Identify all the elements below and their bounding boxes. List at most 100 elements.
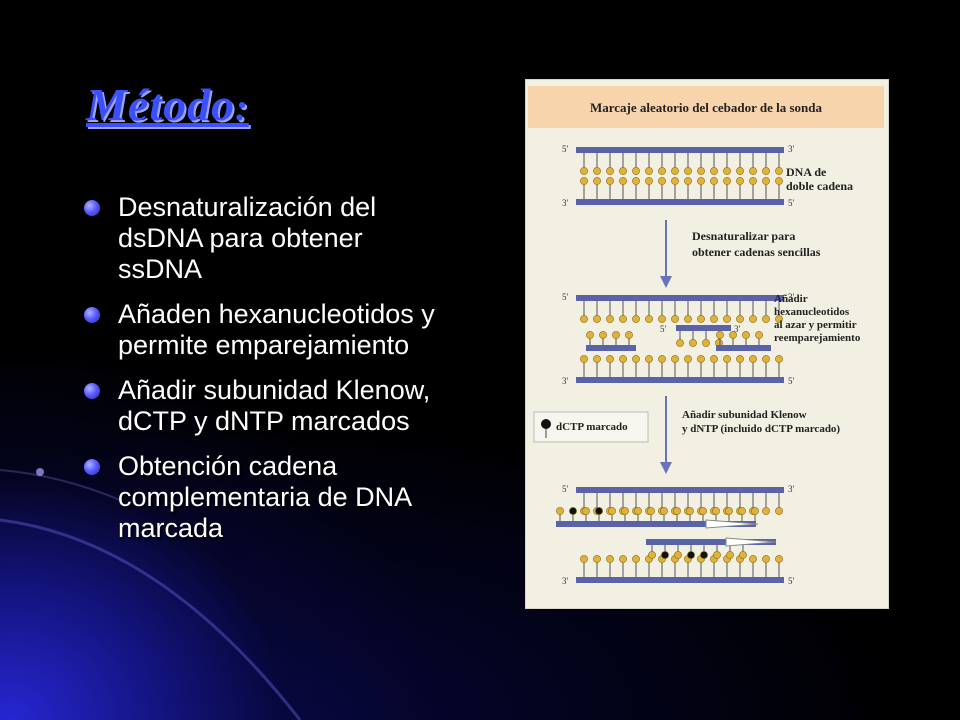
dna-strand	[716, 345, 771, 351]
nucleotide	[634, 507, 642, 515]
nucleotide	[658, 355, 666, 363]
dna-strand	[646, 539, 776, 545]
nucleotide	[648, 551, 656, 559]
nucleotide	[710, 167, 718, 175]
dna-strand	[576, 147, 784, 153]
strand-end-label: 3'	[562, 576, 569, 586]
nucleotide	[606, 315, 614, 323]
nucleotide	[593, 167, 601, 175]
dna-strand	[586, 345, 636, 351]
labeled-complementary-strands: 5'3'3'5'	[556, 484, 795, 586]
nucleotide	[723, 355, 731, 363]
bullet-icon	[84, 383, 100, 399]
nucleotide	[593, 315, 601, 323]
legend-box: dCTP marcado	[533, 411, 649, 443]
step1-label: doble cadena	[786, 179, 853, 193]
single-strands-with-hexamers: 5'3'3'5'5'3'	[562, 292, 795, 386]
nucleotide	[673, 507, 681, 515]
nucleotide	[723, 167, 731, 175]
step1-label: DNA de	[786, 165, 827, 179]
nucleotide	[619, 315, 627, 323]
nucleotide	[736, 167, 744, 175]
dna-strand	[576, 377, 784, 383]
nucleotide	[606, 355, 614, 363]
dna-strand	[556, 521, 756, 527]
nucleotide	[775, 177, 783, 185]
nucleotide	[606, 177, 614, 185]
nucleotide	[606, 167, 614, 175]
nucleotide	[647, 507, 655, 515]
bullet-item: Obtención cadena complementaria de DNA m…	[82, 451, 442, 544]
nucleotide	[580, 167, 588, 175]
nucleotide	[697, 167, 705, 175]
nucleotide	[632, 167, 640, 175]
nucleotide	[593, 355, 601, 363]
random-primer-labeling-figure: Marcaje aleatorio del cebador de la sond…	[525, 79, 889, 609]
nucleotide	[710, 177, 718, 185]
dna-strand	[576, 295, 784, 301]
strand-end-label: 3'	[734, 324, 741, 334]
nucleotide	[671, 167, 679, 175]
nucleotide	[658, 177, 666, 185]
nucleotide	[775, 315, 783, 323]
nucleotide	[710, 315, 718, 323]
nucleotide	[723, 177, 731, 185]
figure-header-band	[528, 86, 884, 128]
nucleotide	[599, 331, 607, 339]
nucleotide	[749, 555, 757, 563]
nucleotide	[755, 331, 763, 339]
bullet-icon	[84, 200, 100, 216]
nucleotide	[671, 177, 679, 185]
step2-label: Desnaturalizar para	[692, 229, 795, 243]
nucleotide	[686, 507, 694, 515]
nucleotide	[762, 355, 770, 363]
nucleotide	[619, 555, 627, 563]
nucleotide	[658, 315, 666, 323]
nucleotide	[645, 315, 653, 323]
nucleotide	[593, 555, 601, 563]
nucleotide	[729, 331, 737, 339]
nucleotide	[619, 167, 627, 175]
nucleotide	[739, 551, 747, 559]
step3-label: al azar y permitir	[774, 319, 857, 331]
nucleotide	[689, 339, 697, 347]
nucleotide	[713, 551, 721, 559]
dna-strand	[576, 577, 784, 583]
nucleotide	[606, 555, 614, 563]
nucleotide	[738, 507, 746, 515]
nucleotide	[736, 315, 744, 323]
nucleotide	[674, 551, 682, 559]
nucleotide	[580, 355, 588, 363]
nucleotide	[736, 177, 744, 185]
strand-end-label: 5'	[562, 292, 569, 302]
nucleotide	[645, 167, 653, 175]
step3-label: reemparejamiento	[774, 332, 861, 344]
nucleotide	[671, 355, 679, 363]
nucleotide	[749, 355, 757, 363]
nucleotide	[569, 507, 577, 515]
strand-end-label: 5'	[788, 198, 795, 208]
step4-label: Añadir subunidad Klenow	[682, 409, 807, 421]
nucleotide	[632, 555, 640, 563]
nucleotide	[749, 177, 757, 185]
nucleotide	[725, 507, 733, 515]
down-arrow	[660, 220, 672, 288]
nucleotide	[676, 339, 684, 347]
nucleotide	[762, 315, 770, 323]
bullet-icon	[84, 307, 100, 323]
synthesis-arrow	[705, 519, 759, 529]
nucleotide	[699, 507, 707, 515]
nucleotide	[625, 331, 633, 339]
nucleotide	[645, 355, 653, 363]
nucleotide	[775, 355, 783, 363]
dna-strand	[676, 325, 731, 331]
legend-label: dCTP marcado	[556, 421, 628, 433]
strand-end-label: 3'	[788, 144, 795, 154]
strand-end-label: 3'	[562, 376, 569, 386]
nucleotide	[749, 167, 757, 175]
step3-label: hexanucleotidos	[774, 306, 850, 318]
strand-end-label: 5'	[562, 144, 569, 154]
synthesis-arrow	[725, 537, 777, 547]
nucleotide	[702, 339, 710, 347]
